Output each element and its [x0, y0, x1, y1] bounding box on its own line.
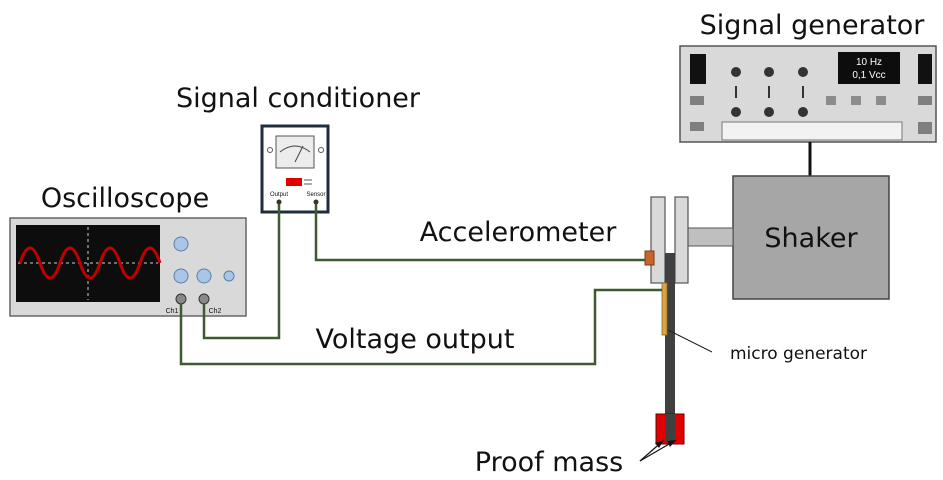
amplitude-readout: 0,1 Vcc — [852, 70, 885, 81]
signal-generator-switch-icon — [690, 54, 706, 84]
sensor-port — [313, 199, 319, 205]
output-port — [276, 199, 282, 205]
signal-conditioner-label: Signal conditioner — [176, 83, 421, 114]
signal-conditioner: Output Sensor — [260, 124, 330, 214]
oscilloscope-label: Oscilloscope — [41, 183, 209, 214]
output-port-label: Output — [270, 192, 288, 198]
shaker: Shaker — [732, 175, 890, 300]
gain-switch-icon — [286, 178, 302, 186]
signal-generator-knob-icon — [731, 67, 741, 77]
oscilloscope-knob-icon — [196, 268, 212, 284]
oscilloscope-knob-icon — [173, 268, 189, 284]
proof-mass-label: Proof mass — [475, 447, 623, 478]
sensor-port-label: Sensor — [306, 192, 325, 198]
ch2-input — [198, 293, 210, 305]
accelerometer-label: Accelerometer — [420, 217, 618, 248]
conditioner-output-wire — [202, 204, 281, 340]
ch1-label: Ch1 — [166, 308, 179, 315]
micro-generator-pointer — [667, 329, 713, 353]
oscilloscope-knob-icon — [223, 270, 235, 282]
shaker-shaft — [687, 227, 734, 247]
proof-mass-pointer-arrows — [639, 439, 677, 462]
micro-generator — [661, 282, 668, 336]
signal-generator-knob-icon — [798, 107, 808, 117]
ch2-label: Ch2 — [209, 308, 222, 315]
voltage-output-wire — [179, 288, 662, 366]
oscilloscope-knob-icon — [173, 236, 189, 252]
sensor-wire — [314, 204, 645, 262]
ch1-input — [175, 293, 187, 305]
signal-generator-label: Signal generator — [700, 10, 926, 41]
accelerometer — [644, 250, 655, 266]
frequency-readout: 10 Hz — [856, 57, 882, 68]
signal-generator-knob-icon — [798, 67, 808, 77]
shaker-label: Shaker — [764, 223, 858, 254]
waveform-trace — [18, 246, 162, 280]
signal-generator-knob-icon — [731, 107, 741, 117]
micro-generator-label: micro generator — [730, 344, 867, 364]
signal-generator-knob-icon — [764, 107, 774, 117]
signal-generator: 10 Hz 0,1 Vcc — [679, 45, 937, 143]
voltage-output-label: Voltage output — [316, 324, 515, 355]
signal-generator-knob-icon — [764, 67, 774, 77]
analog-meter-icon — [275, 135, 315, 169]
signal-generator-display — [838, 52, 900, 84]
cantilever-beam — [665, 253, 675, 443]
oscilloscope: Ch1 Ch2 — [9, 217, 247, 317]
